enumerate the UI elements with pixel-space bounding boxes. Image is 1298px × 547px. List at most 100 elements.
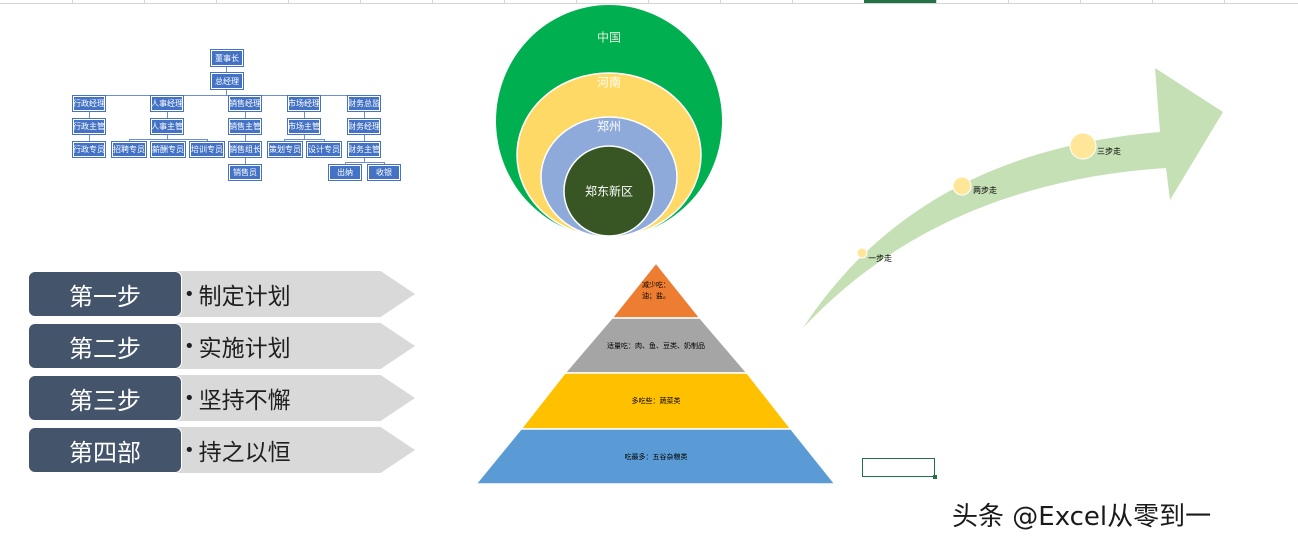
- org-node-finance-supervisor[interactable]: 财务主管: [348, 142, 380, 157]
- watermark: 头条 @Excel从零到一: [952, 502, 1212, 532]
- org-connector: [364, 111, 365, 123]
- step-4-text[interactable]: •持之以恒: [184, 427, 291, 473]
- org-node-designer[interactable]: 设计专员: [307, 142, 341, 157]
- growth-arrow-svg: [803, 68, 1223, 328]
- sheet-grid-top: [0, 0, 1298, 4]
- org-node-admin-supervisor[interactable]: 行政主管: [73, 119, 105, 134]
- growth-label-1: 一步走: [868, 254, 892, 263]
- growth-label-2: 两步走: [973, 186, 997, 195]
- org-node-payroll[interactable]: 薪酬专员: [151, 142, 185, 157]
- growth-dot-3: [1069, 132, 1097, 160]
- pyramid-tier-bottom[interactable]: [475, 428, 837, 485]
- label-china: 中国: [596, 30, 622, 45]
- step-4-label[interactable]: 第四部: [28, 427, 182, 473]
- org-node-planner[interactable]: 策划专员: [268, 142, 302, 157]
- org-connector: [345, 162, 384, 163]
- org-connector: [304, 111, 305, 123]
- org-connector: [167, 111, 168, 123]
- org-node-gm[interactable]: 总经理: [211, 73, 243, 89]
- org-connector: [129, 139, 207, 140]
- org-node-salesperson[interactable]: 销售员: [229, 165, 261, 180]
- step-2-arrow[interactable]: [150, 323, 415, 369]
- org-node-hr-manager[interactable]: 人事经理: [151, 96, 183, 111]
- step-1-arrow[interactable]: [150, 271, 415, 317]
- grid-tick: [720, 0, 721, 3]
- grid-tick: [1224, 0, 1225, 3]
- bullet-icon: •: [184, 439, 195, 461]
- food-pyramid-svg: [475, 263, 837, 485]
- step-1-text-value: 制定计划: [198, 284, 291, 310]
- step-1-text[interactable]: •制定计划: [184, 271, 291, 317]
- org-node-trainer[interactable]: 培训专员: [190, 142, 224, 157]
- org-connector: [364, 157, 365, 162]
- org-node-cfo[interactable]: 财务总监: [348, 96, 380, 111]
- step-2-text-value: 实施计划: [198, 336, 291, 362]
- org-node-sales-supervisor[interactable]: 销售主管: [229, 119, 261, 134]
- org-connector: [89, 134, 90, 146]
- step-4-arrow[interactable]: [150, 427, 415, 473]
- step-3-text[interactable]: •坚持不懈: [184, 375, 291, 421]
- grid-tick: [792, 0, 793, 3]
- org-node-teller[interactable]: 收银: [368, 165, 400, 180]
- pyramid-second-text: 适量吃：肉、鱼、豆类、奶制品: [607, 342, 705, 350]
- org-node-admin-staff[interactable]: 行政专员: [73, 142, 105, 157]
- pyramid-third-text: 多吃些：蔬菜类: [631, 397, 681, 405]
- nested-circles-svg: [496, 5, 722, 237]
- selected-cell[interactable]: [862, 458, 935, 477]
- label-zhengdong: 郑东新区: [584, 184, 634, 199]
- fill-handle[interactable]: [933, 475, 937, 479]
- growth-arrow-graphic[interactable]: 一步走 两步走 三步走: [800, 60, 1230, 335]
- org-node-admin-manager[interactable]: 行政经理: [73, 96, 105, 111]
- step-list[interactable]: 第一步 •制定计划 第二步 •实施计划 第三步 •坚持不懈 第四部 •持之以恒: [0, 270, 420, 475]
- org-connector: [226, 66, 227, 74]
- label-henan: 河南: [596, 75, 622, 90]
- org-chart[interactable]: 董事长 总经理 行政经理 行政主管 行政专员 人事经理 人事主管 招聘专员 薪酬…: [0, 0, 420, 200]
- org-node-chairman[interactable]: 董事长: [211, 50, 243, 66]
- grid-tick: [576, 0, 577, 3]
- step-2-text[interactable]: •实施计划: [184, 323, 291, 369]
- growth-dot-1: [856, 247, 868, 259]
- org-node-hr-supervisor[interactable]: 人事主管: [151, 119, 183, 134]
- grid-tick: [1008, 0, 1009, 3]
- org-node-recruiter[interactable]: 招聘专员: [112, 142, 146, 157]
- pyramid-top-text: 减少吃： 油；盐。: [642, 281, 670, 300]
- org-node-cashier[interactable]: 出纳: [329, 165, 361, 180]
- bullet-icon: •: [184, 283, 195, 305]
- org-connector: [89, 95, 364, 96]
- bullet-icon: •: [184, 335, 195, 357]
- org-node-finance-manager[interactable]: 财务经理: [348, 119, 380, 134]
- grid-tick: [504, 0, 505, 3]
- growth-dot-2: [952, 176, 972, 196]
- org-connector: [245, 134, 246, 146]
- step-1-label[interactable]: 第一步: [28, 271, 182, 317]
- grid-tick: [648, 0, 649, 3]
- org-node-sales-manager[interactable]: 销售经理: [229, 96, 261, 111]
- selected-column-indicator: [864, 0, 936, 3]
- pyramid-bottom-text: 吃最多：五谷杂粮类: [624, 453, 688, 461]
- org-connector: [245, 157, 246, 169]
- step-3-label[interactable]: 第三步: [28, 375, 182, 421]
- org-connector: [245, 111, 246, 123]
- grid-tick: [216, 0, 217, 3]
- grid-tick: [936, 0, 937, 3]
- growth-arrow-shape: [803, 68, 1223, 328]
- grid-tick: [1080, 0, 1081, 3]
- food-pyramid[interactable]: 减少吃： 油；盐。 适量吃：肉、鱼、豆类、奶制品 多吃些：蔬菜类 吃最多：五谷杂…: [475, 263, 837, 485]
- org-connector: [167, 134, 168, 139]
- org-node-marketing-manager[interactable]: 市场经理: [288, 96, 320, 111]
- label-zhengzhou: 郑州: [596, 119, 622, 134]
- org-node-sales-lead[interactable]: 销售组长: [229, 142, 261, 157]
- grid-tick: [1152, 0, 1153, 3]
- grid-tick: [432, 0, 433, 3]
- org-connector: [304, 134, 305, 139]
- circle-zhengdong[interactable]: [563, 145, 655, 237]
- step-3-arrow[interactable]: [150, 375, 415, 421]
- grid-tick: [360, 0, 361, 3]
- org-connector: [284, 139, 324, 140]
- grid-tick: [288, 0, 289, 3]
- step-2-label[interactable]: 第二步: [28, 323, 182, 369]
- org-connector: [226, 89, 227, 95]
- growth-label-3: 三步走: [1097, 147, 1121, 156]
- nested-circles[interactable]: 中国 河南 郑州 郑东新区: [496, 5, 722, 237]
- org-node-marketing-supervisor[interactable]: 市场主管: [288, 119, 320, 134]
